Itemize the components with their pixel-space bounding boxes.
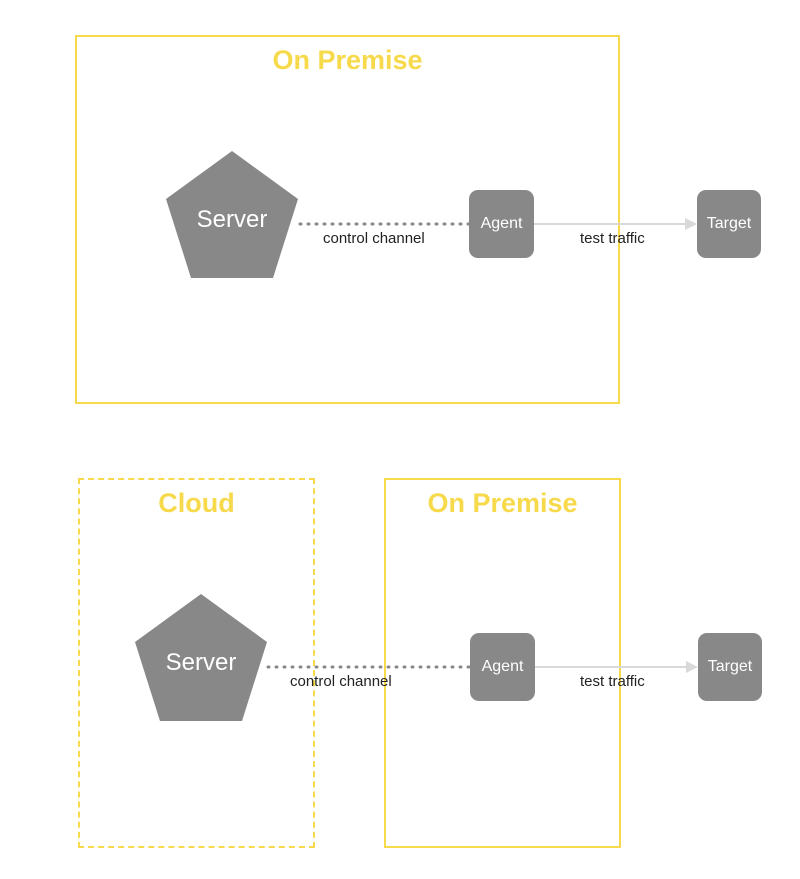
agent-label: Agent — [481, 658, 524, 675]
server-node: Server — [133, 593, 269, 723]
target-node: Target — [697, 190, 761, 258]
server-label: Server — [165, 649, 237, 676]
agent-node: Agent — [470, 633, 535, 701]
agent-node: Agent — [469, 190, 534, 258]
server-pentagon-shape — [135, 594, 267, 721]
server-node: Server — [164, 150, 300, 280]
zone-title: On Premise — [427, 488, 578, 518]
agent-label: Agent — [480, 215, 523, 232]
target-label: Target — [707, 658, 753, 675]
control-channel-label: control channel — [323, 230, 425, 247]
on-premise-zone: On Premise — [75, 35, 620, 404]
server-label: Server — [196, 206, 268, 233]
server-pentagon-shape — [166, 151, 298, 278]
test-traffic-arrowhead — [686, 661, 698, 673]
on-premise-zone: On Premise — [384, 478, 621, 848]
target-label: Target — [706, 215, 752, 232]
test-traffic-arrowhead — [685, 218, 697, 230]
zone-title: Cloud — [158, 488, 235, 518]
control-channel-label: control channel — [290, 673, 392, 690]
test-traffic-label: test traffic — [580, 673, 645, 690]
zone-title: On Premise — [272, 45, 423, 75]
target-node: Target — [698, 633, 762, 701]
cloud-zone: Cloud — [78, 478, 315, 848]
test-traffic-label: test traffic — [580, 230, 645, 247]
